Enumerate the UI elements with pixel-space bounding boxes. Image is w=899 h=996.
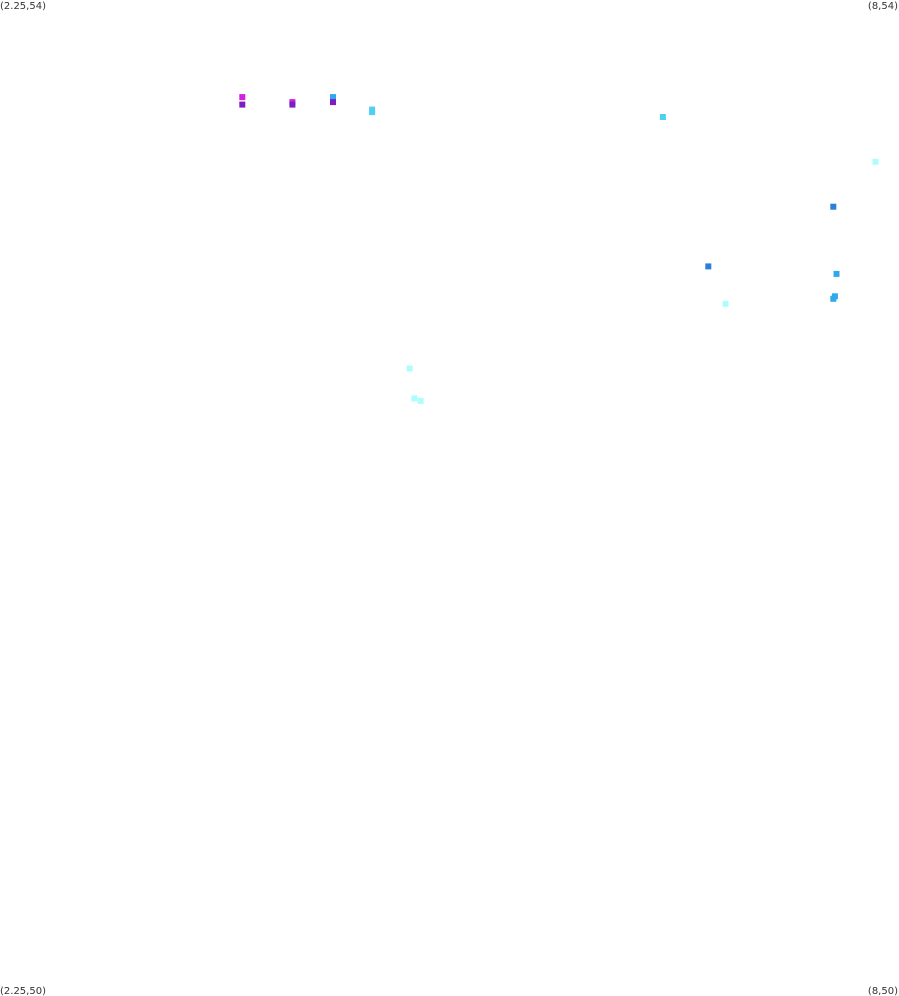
data-point-14	[239, 94, 246, 101]
corner-label-top-right: (8,54)	[868, 1, 898, 12]
data-point-15	[239, 101, 246, 108]
data-point-10	[330, 94, 336, 101]
data-point-2	[833, 270, 840, 277]
corner-label-bottom-left: (2.25,50)	[0, 986, 46, 996]
data-point-1	[830, 203, 837, 210]
data-point-11	[330, 99, 336, 106]
points-layer	[239, 94, 879, 404]
data-point-18	[417, 397, 424, 404]
corner-label-top-left: (2.25,54)	[0, 1, 46, 12]
data-point-6	[872, 158, 879, 165]
data-point-4	[830, 295, 837, 302]
corner-label-bottom-right: (8,50)	[868, 986, 898, 996]
data-point-17	[411, 395, 418, 402]
data-point-5	[722, 300, 729, 307]
data-point-13	[289, 101, 296, 108]
data-point-16	[406, 365, 413, 372]
data-point-9	[369, 109, 376, 116]
data-point-7	[659, 114, 666, 120]
data-point-0	[705, 263, 712, 270]
